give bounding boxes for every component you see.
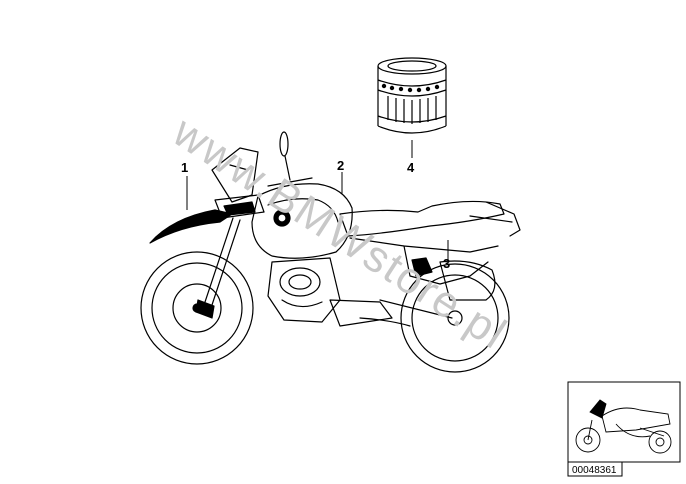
thumbnail-inset: 00048361: [567, 381, 681, 477]
oil-filter-ribs: [387, 96, 437, 124]
fuel-tank: [251, 183, 353, 259]
oil-filter-holes: [381, 83, 440, 93]
fairing: [211, 147, 265, 219]
callout-4: 4: [407, 160, 415, 175]
front-mudguard: [149, 209, 233, 244]
mirror: [267, 131, 313, 187]
rear-wheel: [400, 263, 510, 373]
seat: [339, 200, 505, 237]
rear-rack: [469, 201, 521, 237]
callout-2: 2: [337, 158, 344, 173]
front-fork: [195, 217, 241, 319]
callout-3: 3: [443, 256, 450, 271]
oil-filter-drawing: [377, 57, 447, 134]
motorcycle-drawing: [140, 131, 521, 373]
callout-1: 1: [181, 160, 188, 175]
engine: [267, 257, 393, 327]
callout-leaders: [186, 140, 449, 262]
reference-code: 00048361: [572, 465, 617, 476]
thumbnail-motorcycle: [575, 399, 672, 454]
frame: [349, 237, 499, 327]
